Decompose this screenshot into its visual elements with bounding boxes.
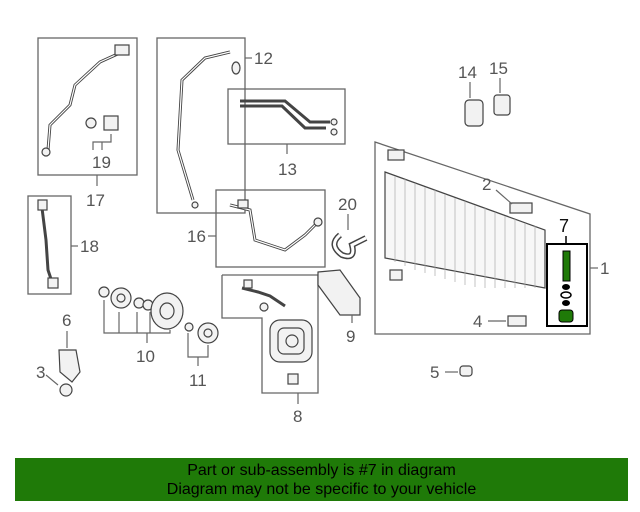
- part-7-highlight: 7: [546, 216, 588, 327]
- callout-14: 14: [458, 63, 477, 82]
- callout-11: 11: [189, 371, 207, 390]
- callout-10: 10: [136, 347, 155, 366]
- clutch-group-10: 10: [98, 286, 184, 366]
- callout-9: 9: [346, 327, 355, 346]
- callout-4: 4: [473, 312, 482, 331]
- part-group-13: 13: [227, 88, 346, 179]
- callout-6: 6: [62, 311, 71, 330]
- callout-20: 20: [338, 195, 357, 214]
- callout-1: 1: [600, 259, 609, 278]
- banner-line-1: Part or sub-assembly is #7 in diagram: [187, 462, 456, 479]
- part-6-and-3: 6 3: [36, 311, 81, 397]
- part-9: 9: [317, 269, 361, 346]
- callout-17: 17: [86, 191, 105, 210]
- info-banner: Part or sub-assembly is #7 in diagram Di…: [15, 458, 628, 501]
- callout-16: 16: [187, 227, 206, 246]
- part-group-16: 16: [187, 189, 326, 268]
- part-group-11: 11: [184, 322, 219, 390]
- callout-5: 5: [430, 363, 439, 382]
- part-group-12: 12: [156, 37, 273, 214]
- callout-13: 13: [278, 160, 297, 179]
- part-group-17: 19 17: [37, 37, 138, 210]
- callout-18: 18: [80, 237, 99, 256]
- callout-7: 7: [559, 216, 569, 236]
- condenser-group-1: 1 2 4: [374, 141, 609, 335]
- part-group-14-15: 14 15: [458, 59, 511, 127]
- callout-12: 12: [254, 49, 273, 68]
- part-20: 20: [331, 195, 368, 260]
- callout-19: 19: [92, 153, 111, 172]
- part-5: 5: [430, 363, 473, 382]
- parts-diagram: 19 17 12 13 14 15: [27, 37, 609, 426]
- callout-3: 3: [36, 363, 45, 382]
- callout-2: 2: [482, 175, 491, 194]
- banner-line-2: Diagram may not be specific to your vehi…: [166, 481, 477, 498]
- callout-8: 8: [293, 407, 302, 426]
- callout-15: 15: [489, 59, 508, 78]
- compressor-group-8: 8: [221, 274, 319, 426]
- part-group-18: 18: [27, 195, 99, 295]
